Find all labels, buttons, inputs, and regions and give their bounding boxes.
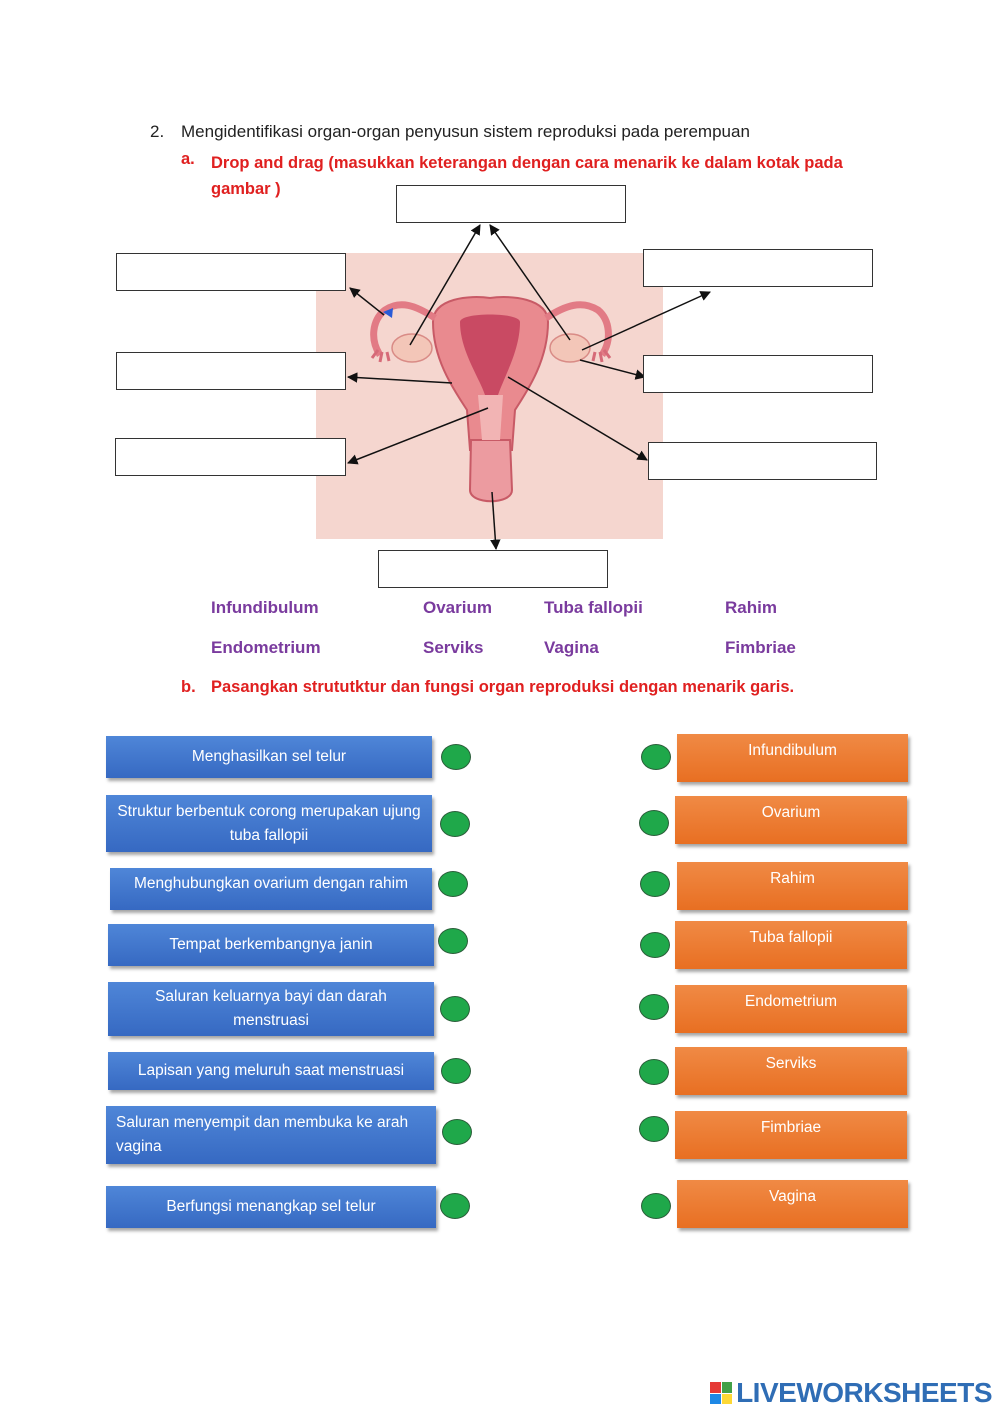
function-box: Saluran menyempit dan membuka ke arah va… <box>106 1106 436 1164</box>
function-box: Struktur berbentuk corong merupakan ujun… <box>106 795 432 852</box>
word-bank-item[interactable]: Rahim <box>725 598 777 617</box>
drop-box-right-1[interactable] <box>643 249 873 287</box>
match-dot-left[interactable] <box>438 928 468 954</box>
word-bank-item[interactable]: Endometrium <box>211 638 321 657</box>
match-dot-right[interactable] <box>640 932 670 958</box>
brand-name: LIVEWORKSHEETS <box>736 1377 992 1408</box>
part-a-letter: a. <box>181 150 195 168</box>
organ-box: Infundibulum <box>677 734 908 782</box>
drop-box-right-2[interactable] <box>643 355 873 393</box>
question-number: 2. <box>150 122 165 141</box>
word-bank-item[interactable]: Vagina <box>544 638 599 657</box>
organ-box: Tuba fallopii <box>675 921 907 969</box>
part-a-instruction: Drop and drag (masukkan keterangan denga… <box>211 154 843 198</box>
match-dot-left[interactable] <box>441 1058 471 1084</box>
match-dot-right[interactable] <box>639 1116 669 1142</box>
drop-box-right-3[interactable] <box>648 442 877 480</box>
word-bank-item[interactable]: Fimbriae <box>725 638 796 657</box>
function-box: Menghubungkan ovarium dengan rahim <box>110 868 432 910</box>
part-b-instruction: Pasangkan strututktur dan fungsi organ r… <box>211 678 795 696</box>
organ-box: Ovarium <box>675 796 907 844</box>
match-dot-right[interactable] <box>641 744 671 770</box>
function-box: Saluran keluarnya bayi dan darah menstru… <box>108 982 434 1036</box>
match-dot-left[interactable] <box>441 744 471 770</box>
organ-box: Fimbriae <box>675 1111 907 1159</box>
match-dot-right[interactable] <box>639 1059 669 1085</box>
pointer-marker <box>383 308 393 318</box>
drop-box-left-3[interactable] <box>115 438 346 476</box>
function-box: Tempat berkembangnya janin <box>108 924 434 966</box>
label-arrows <box>346 224 711 551</box>
match-dot-right[interactable] <box>640 871 670 897</box>
function-box: Menghasilkan sel telur <box>106 736 432 778</box>
match-dot-right[interactable] <box>641 1193 671 1219</box>
uterus-diagram <box>346 224 711 551</box>
part-b-letter: b. <box>181 678 196 696</box>
word-bank-item[interactable]: Serviks <box>423 638 484 657</box>
organ-box: Serviks <box>675 1047 907 1095</box>
organ-box: Vagina <box>677 1180 908 1228</box>
function-box: Berfungsi menangkap sel telur <box>106 1186 436 1228</box>
function-box: Lapisan yang meluruh saat menstruasi <box>108 1052 434 1090</box>
drop-box-left-1[interactable] <box>116 253 346 291</box>
drop-box-top[interactable] <box>396 185 626 223</box>
match-dot-left[interactable] <box>442 1119 472 1145</box>
question-text: Mengidentifikasi organ-organ penyusun si… <box>181 122 750 141</box>
organ-box: Rahim <box>677 862 908 910</box>
liveworksheets-logo: LIVEWORKSHEETS <box>710 1377 992 1409</box>
word-bank-item[interactable]: Infundibulum <box>211 598 319 617</box>
uterus-illustration <box>370 296 612 503</box>
word-bank-item[interactable]: Tuba fallopii <box>544 598 643 617</box>
match-dot-left[interactable] <box>440 1193 470 1219</box>
match-dot-left[interactable] <box>440 811 470 837</box>
drop-box-left-2[interactable] <box>116 352 346 390</box>
word-bank-item[interactable]: Ovarium <box>423 598 492 617</box>
match-dot-right[interactable] <box>639 810 669 836</box>
organ-box: Endometrium <box>675 985 907 1033</box>
drop-box-bottom[interactable] <box>378 550 608 588</box>
match-dot-left[interactable] <box>438 871 468 897</box>
liveworksheets-logo-icon <box>710 1382 733 1404</box>
match-dot-right[interactable] <box>639 994 669 1020</box>
match-dot-left[interactable] <box>440 996 470 1022</box>
